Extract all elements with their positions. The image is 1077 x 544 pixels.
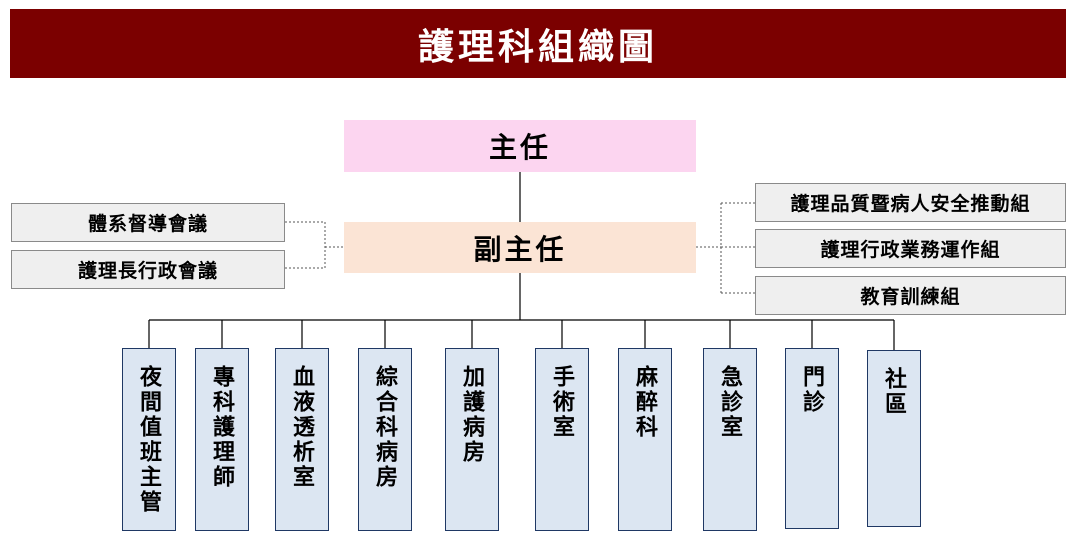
unit-label: 綜合科病房 [372,365,398,490]
unit-box-emergency: 急診室 [703,348,757,531]
group-label: 護理行政業務運作組 [820,239,1001,261]
committee-box-supervision: 體系督導會議 [11,203,285,242]
director-label: 主任 [488,131,551,164]
deputy-director-label: 副主任 [473,232,567,266]
unit-label: 社區 [881,367,907,417]
unit-box-general-ward: 綜合科病房 [358,348,412,531]
unit-box-night-supervisor: 夜間值班主管 [122,348,176,531]
deputy-director-box: 副主任 [344,222,696,273]
committee-box-head-nurse-meeting: 護理長行政會議 [11,250,285,289]
group-label: 教育訓練組 [860,286,961,308]
unit-label: 夜間值班主管 [136,365,162,515]
unit-label: 手術室 [549,365,575,440]
committee-label: 護理長行政會議 [77,260,218,282]
unit-box-operating-room: 手術室 [535,348,589,531]
unit-box-icu: 加護病房 [445,348,499,531]
unit-box-nurse-practitioner: 專科護理師 [195,348,249,531]
unit-label: 專科護理師 [209,365,235,490]
group-box-administration: 護理行政業務運作組 [755,229,1066,268]
unit-label: 血液透析室 [289,365,315,490]
unit-box-hemodialysis: 血液透析室 [275,348,329,531]
title-bar: 護理科組織圖 [10,9,1066,78]
committee-label: 體系督導會議 [87,213,208,235]
unit-label: 麻醉科 [632,365,658,440]
group-box-quality-safety: 護理品質暨病人安全推動組 [755,183,1066,222]
unit-box-community: 社區 [867,350,921,527]
unit-box-anesthesiology: 麻醉科 [618,348,672,531]
group-label: 護理品質暨病人安全推動組 [790,193,1031,215]
unit-label: 門診 [799,365,825,415]
unit-label: 急診室 [717,365,743,440]
director-box: 主任 [344,120,696,172]
unit-label: 加護病房 [459,365,485,465]
group-box-education-training: 教育訓練組 [755,276,1066,315]
unit-box-outpatient: 門診 [785,348,839,529]
chart-title: 護理科組織圖 [417,25,658,68]
